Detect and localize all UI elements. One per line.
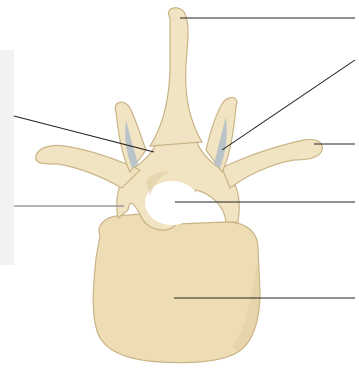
spinous-process: [150, 8, 202, 146]
vertebral-body: [93, 214, 260, 363]
side-panel: [0, 50, 14, 265]
leader-superior-articular-process: [222, 60, 355, 150]
transverse-process-right: [222, 139, 322, 188]
